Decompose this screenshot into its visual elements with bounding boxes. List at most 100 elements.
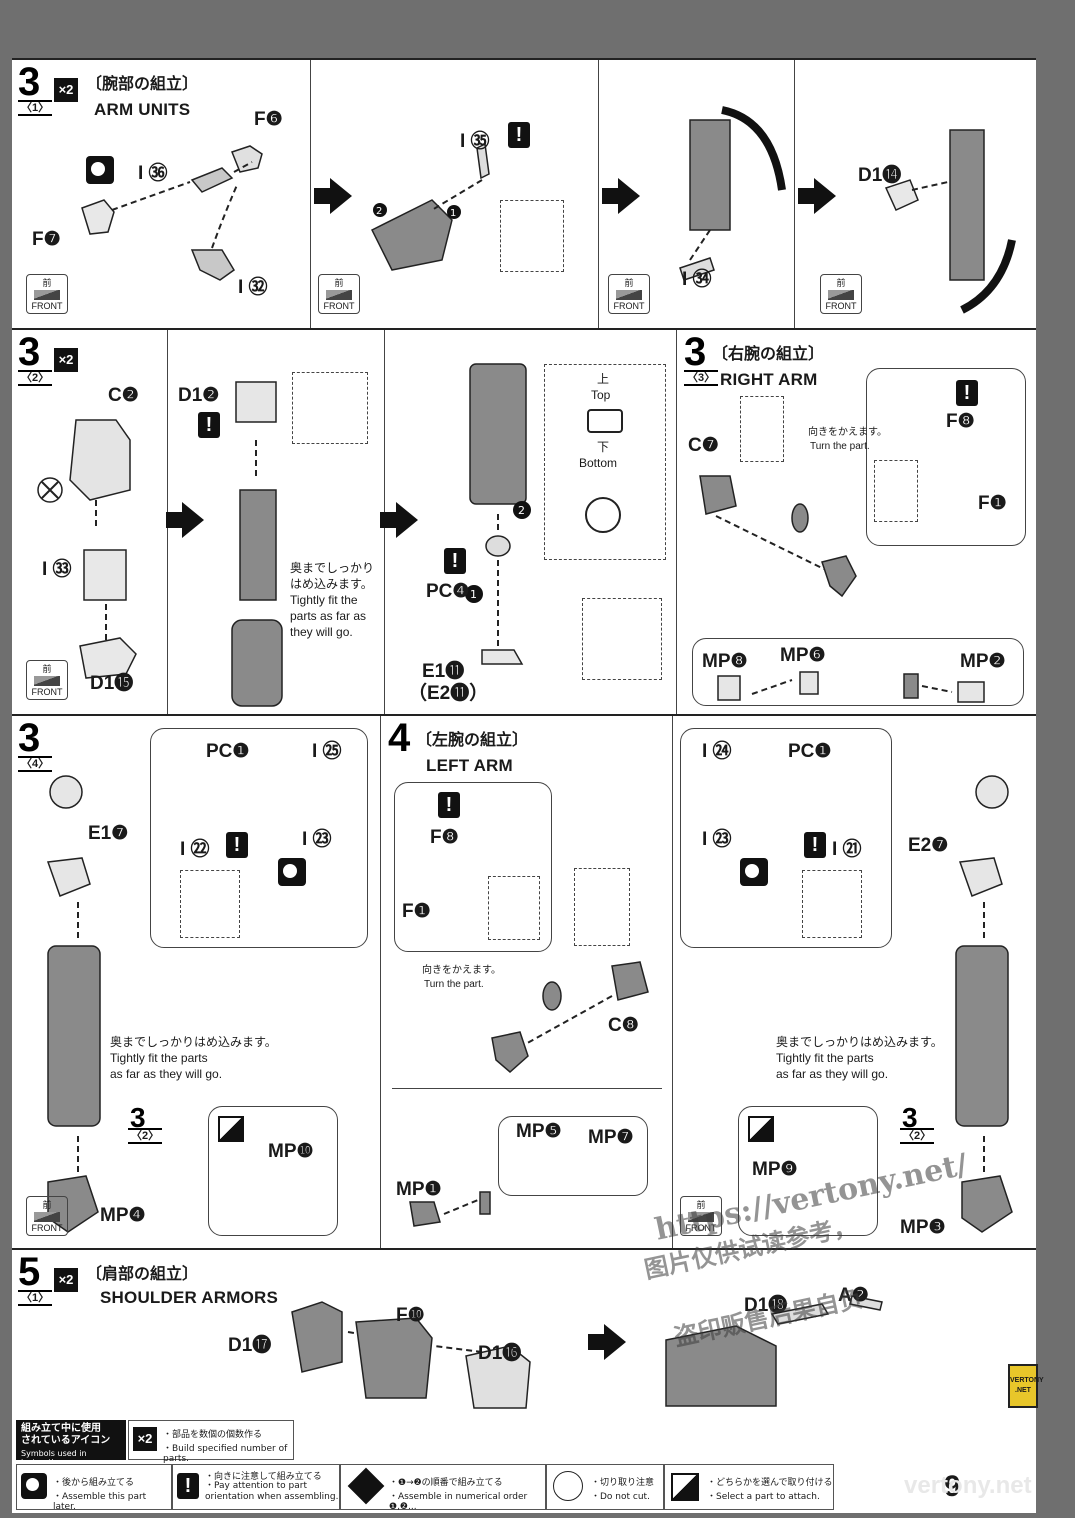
select-part-icon xyxy=(748,1116,774,1142)
turn-note-en: Turn the part. xyxy=(424,979,484,990)
multiply-x2-icon: ×2 xyxy=(54,78,78,102)
no-cut-icon xyxy=(553,1471,583,1501)
next-step-arrow xyxy=(166,502,204,538)
multiply-x2-icon: ×2 xyxy=(54,1268,78,1292)
instruction-sheet: 3 〈1〉 ×2 〔腕部の組立〕 ARM UNITS F❻ I ㊱ F❼ I ㉜… xyxy=(12,58,1044,1516)
part-label: I ㉞ xyxy=(682,269,712,290)
detail-callout-box xyxy=(582,598,662,680)
caution-icon: ! xyxy=(444,548,466,574)
legend-text: ・どちらかを選んで取り付ける xyxy=(707,1478,833,1488)
bottom-label-jp: 下 xyxy=(597,440,610,454)
arm-rotate-diagram xyxy=(884,129,1016,314)
step-number: 5 xyxy=(18,1250,41,1294)
part-label: MP❻ xyxy=(780,645,826,666)
step-title-en: LEFT ARM xyxy=(426,756,513,775)
part-label: MP❼ xyxy=(588,1127,634,1148)
part-label: I ㉒ xyxy=(180,839,210,860)
legend-multiply: ×2 ・部品を数個の個数作る ・Build specified number o… xyxy=(128,1420,294,1464)
step-title-jp: 〔右腕の組立〕 xyxy=(712,344,825,363)
symbols-legend: 組み立て中に使用 されているアイコン Symbols used in instr… xyxy=(12,1416,1036,1516)
step-number: 3 xyxy=(18,716,41,760)
bottom-label-en: Bottom xyxy=(579,456,618,470)
part-label: F❿ xyxy=(396,1305,425,1326)
legend-text: ・❶→❷の順番で組み立てる xyxy=(389,1478,503,1488)
panel-divider xyxy=(598,60,599,328)
part-label: D1⓮ xyxy=(858,165,902,186)
sub-assembly-frame xyxy=(394,782,552,952)
panel-divider xyxy=(672,716,673,1248)
part-label: I ㊱ xyxy=(138,163,168,184)
part-label: F❼ xyxy=(32,229,61,250)
part-label: F❶ xyxy=(402,901,431,922)
legend-header-jp: 組み立て中に使用 されているアイコン xyxy=(21,1423,111,1446)
panel-divider-line xyxy=(392,1088,662,1089)
next-step-arrow xyxy=(588,1324,626,1360)
page-number: 9 xyxy=(944,1470,961,1503)
badge-text: VERTONY xyxy=(1010,1377,1044,1384)
detail-callout-box xyxy=(488,876,540,940)
legend-text: ・Do not cut. xyxy=(591,1492,650,1502)
part-label: C❷ xyxy=(108,385,139,406)
step-title-jp: 〔左腕の組立〕 xyxy=(416,730,529,749)
legend-orientation: ! ・向きに注意して組み立てる ・Pay attention to part o… xyxy=(172,1464,340,1510)
part-label: PC❹ xyxy=(426,581,470,602)
fit-note-en: Tightly fit the parts as far as they wil… xyxy=(290,593,367,639)
svg-text:1: 1 xyxy=(470,588,477,601)
hand-selection-frame xyxy=(498,1116,648,1196)
detail-callout-box xyxy=(574,868,630,946)
part-label: I ㉓ xyxy=(302,829,332,850)
arm-assembly-diagram: 2 1 xyxy=(370,142,490,271)
panel-divider xyxy=(310,60,311,328)
left-hand-diagram xyxy=(409,1191,491,1227)
part-label: D1⓯ xyxy=(90,673,134,694)
caution-icon: ! xyxy=(198,412,220,438)
part-label: MP❿ xyxy=(268,1141,314,1162)
legend-text: ・Pay attention to part orientation when … xyxy=(205,1481,339,1502)
assemble-later-icon xyxy=(740,858,768,886)
part-label: D1⓰ xyxy=(478,1343,522,1364)
reference-step-number: 3 xyxy=(130,1102,146,1133)
shoulder-armor-diagram xyxy=(291,1301,531,1409)
shell-part-diagram xyxy=(37,419,137,679)
substep-label: 〈1〉 xyxy=(18,100,53,116)
multiply-x2-icon: ×2 xyxy=(133,1427,157,1451)
part-label: （E2⓫） xyxy=(408,683,489,704)
detail-callout-box xyxy=(180,870,240,938)
part-label: PC❶ xyxy=(206,741,250,762)
part-label: F❶ xyxy=(978,493,1007,514)
caution-icon: ! xyxy=(956,380,978,406)
left-arm-diagram xyxy=(491,961,649,1073)
svg-text:1: 1 xyxy=(450,208,456,219)
turn-note-en: Turn the part. xyxy=(810,441,870,452)
detail-callout-box xyxy=(874,460,918,522)
part-label: MP❽ xyxy=(702,651,748,672)
reference-step-number: 3 xyxy=(902,1102,918,1133)
site-watermark: vertony.net xyxy=(904,1472,1032,1499)
legend-assemble-later: ・後から組み立てる ・Assemble this part later. xyxy=(16,1464,172,1512)
legend-select: ・どちらかを選んで取り付ける ・Select a part to attach. xyxy=(664,1464,834,1510)
substep-label: 〈1〉 xyxy=(18,1290,53,1306)
turn-note-jp: 向きをかえます。 xyxy=(422,965,501,976)
turn-note-jp: 向きをかえます。 xyxy=(808,427,887,438)
step-title-jp: 〔腕部の組立〕 xyxy=(86,74,199,93)
part-label: D1⓲ xyxy=(744,1295,788,1316)
part-label: I ㉝ xyxy=(42,559,72,580)
part-label: MP❷ xyxy=(960,651,1006,672)
step-title-en: ARM UNITS xyxy=(94,100,191,119)
sub-assembly-frame xyxy=(150,728,368,948)
substep-label: 〈2〉 xyxy=(18,370,53,386)
right-arm-diagram xyxy=(699,475,857,598)
legend-header: 組み立て中に使用 されているアイコン Symbols used in instr… xyxy=(16,1420,126,1467)
panel-divider xyxy=(676,330,677,714)
part-label: E1⓫ xyxy=(422,661,465,682)
step-number: 3 xyxy=(684,330,707,374)
legend-text: ・Build specified number of parts. xyxy=(163,1444,288,1464)
part-label: I ㉟ xyxy=(460,131,490,152)
elbow-assembly-diagram: 2 1 xyxy=(465,363,531,665)
fit-note-en: Tightly fit the parts as far as they wil… xyxy=(110,1051,223,1081)
